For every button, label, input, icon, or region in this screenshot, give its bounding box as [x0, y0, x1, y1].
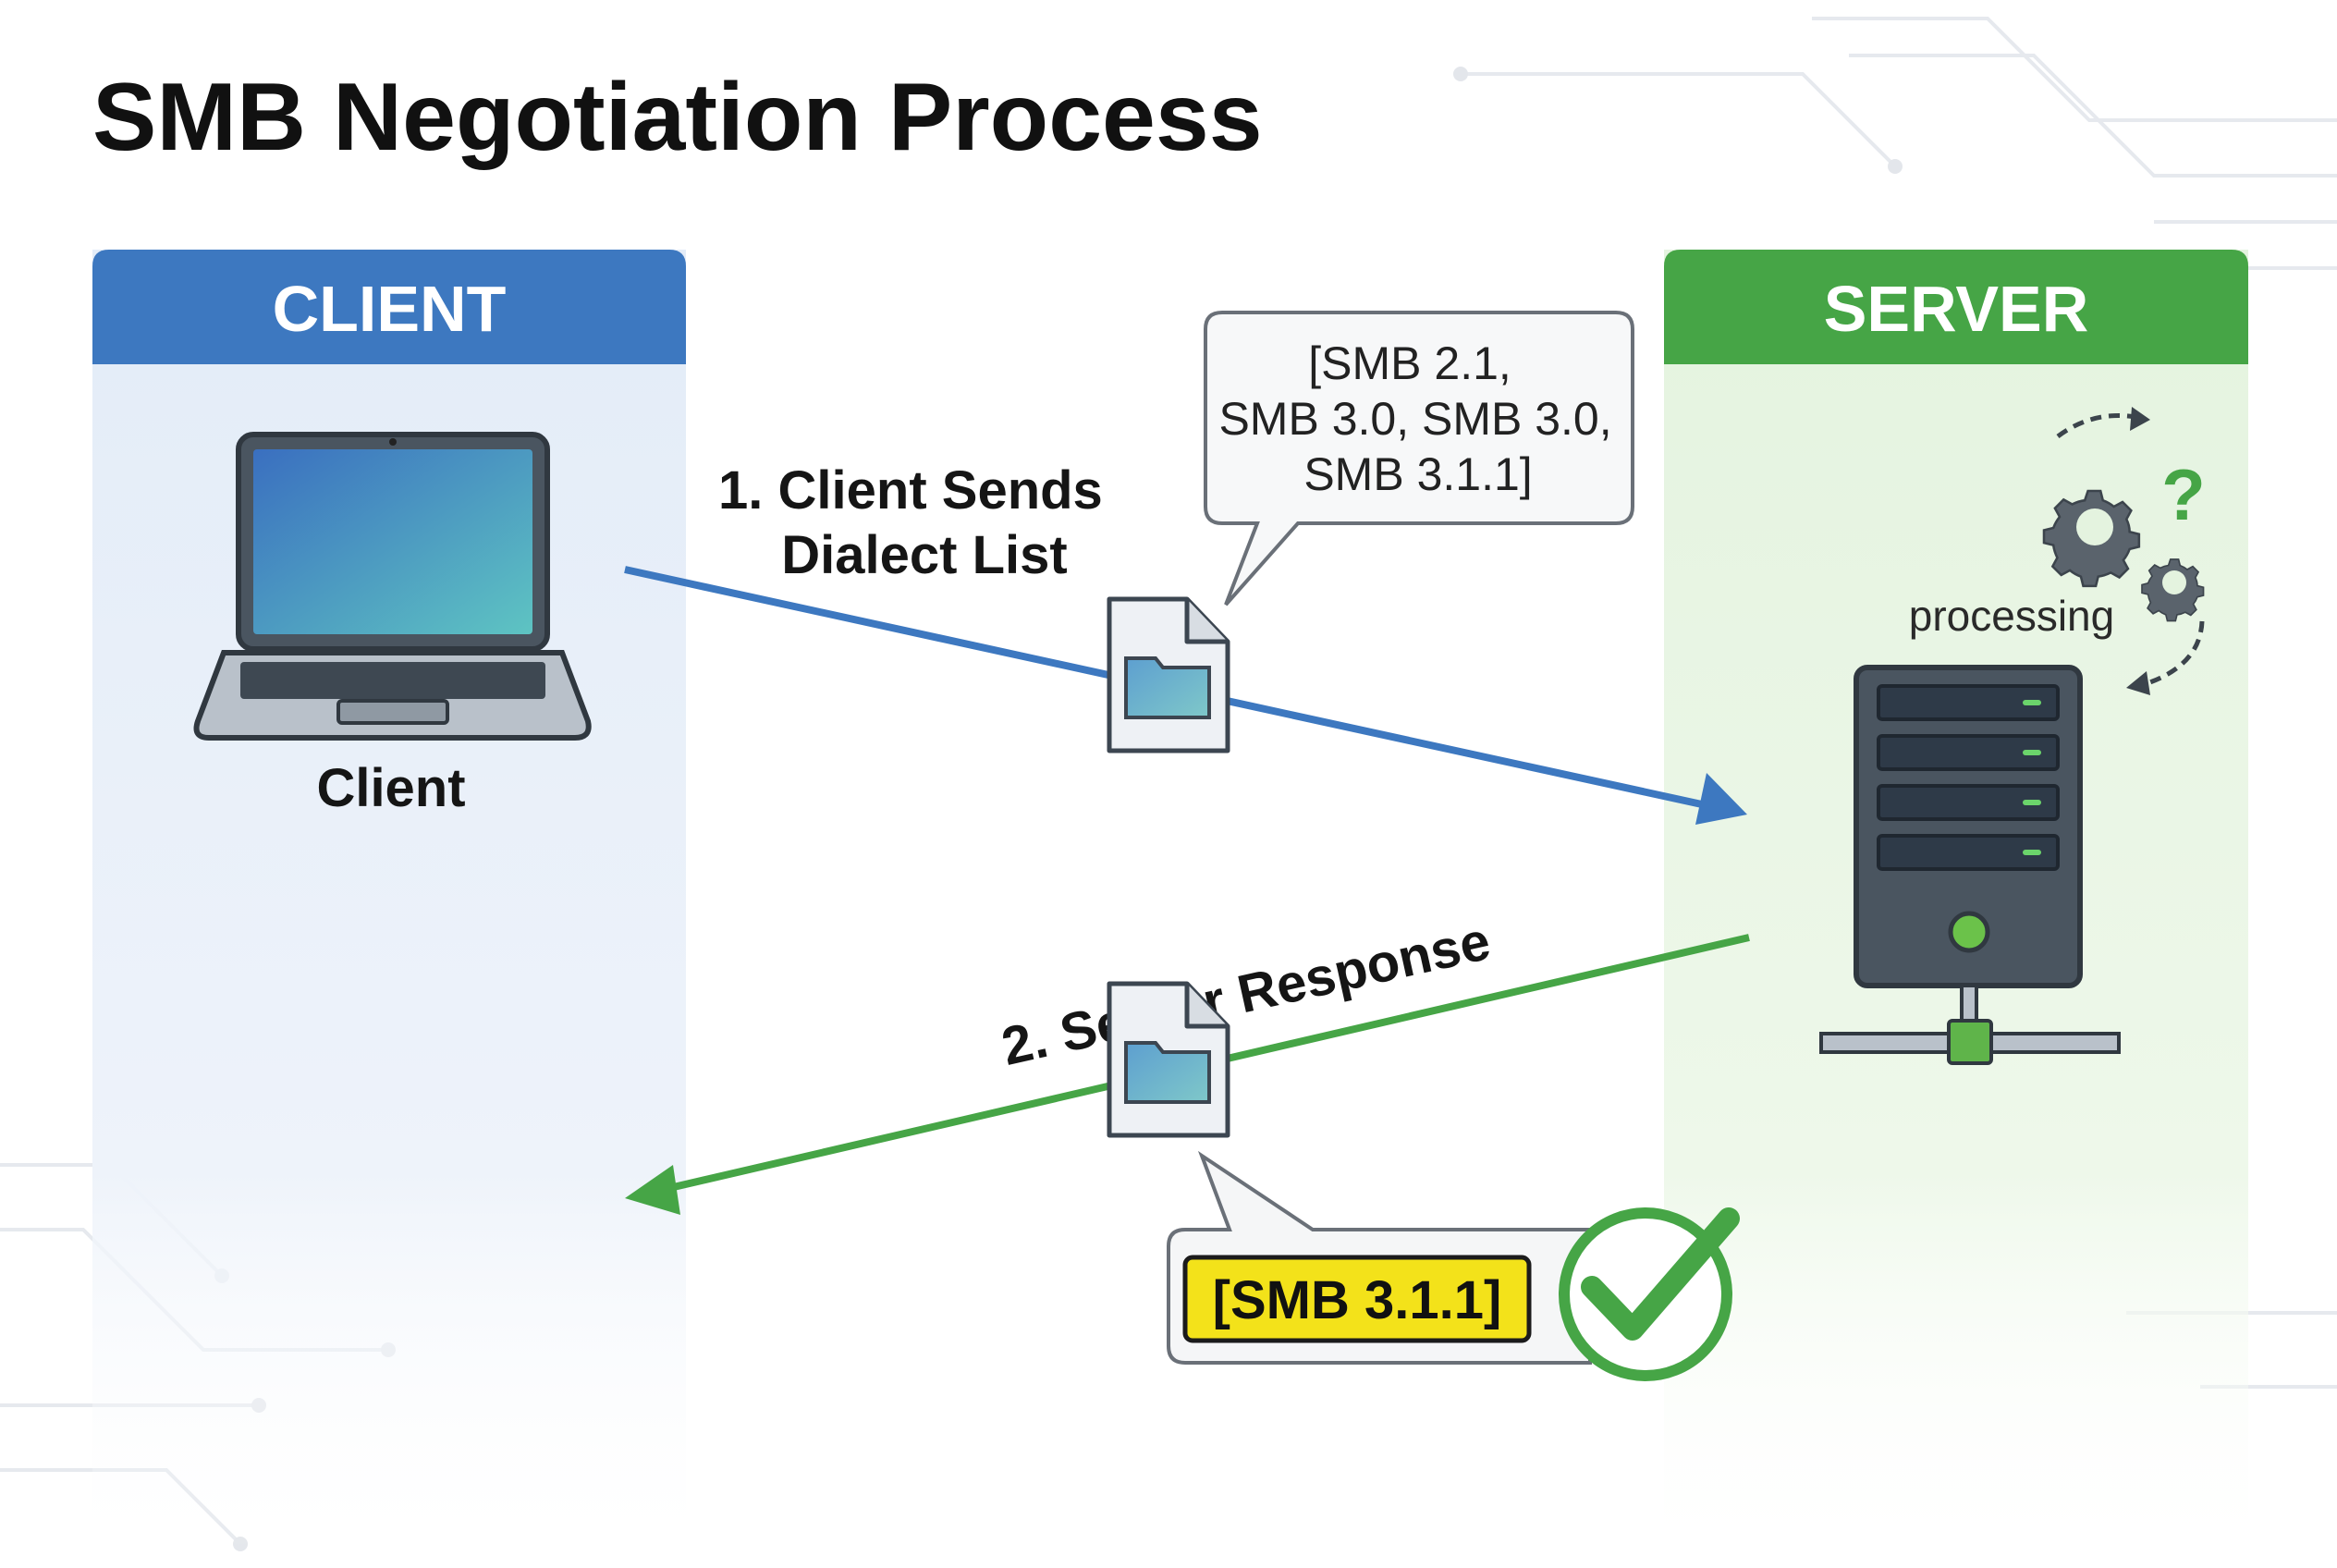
- dialect-list-text: [SMB 2.1, SMB 3.0, SMB 3.0, SMB 3.1.1]: [1218, 337, 1624, 500]
- step1-label: 1. Client Sends Dialect List: [718, 460, 1118, 585]
- gears-question-icon: ?: [2042, 407, 2206, 695]
- checkmark-circle-icon: [1559, 1207, 1740, 1381]
- result-dialect: [SMB 3.1.1]: [1213, 1270, 1502, 1330]
- server-header-bar: [1664, 250, 2248, 364]
- document-folder-icon: [1107, 981, 1230, 1138]
- result-highlight: [1182, 1255, 1532, 1343]
- dialect-list-bubble: [1204, 311, 1634, 606]
- server-icon: [1819, 665, 2121, 1065]
- svg-text:?: ?: [2161, 454, 2206, 535]
- client-device-label: Client: [316, 758, 465, 818]
- document-folder-icon: [1107, 596, 1230, 753]
- client-header: CLIENT: [273, 273, 507, 345]
- processing-label: processing: [1909, 592, 2114, 640]
- client-header-bar: [92, 250, 686, 364]
- laptop-icon: [193, 432, 592, 741]
- page-title: SMB Negotiation Process: [92, 64, 1263, 171]
- server-header: SERVER: [1824, 273, 2089, 345]
